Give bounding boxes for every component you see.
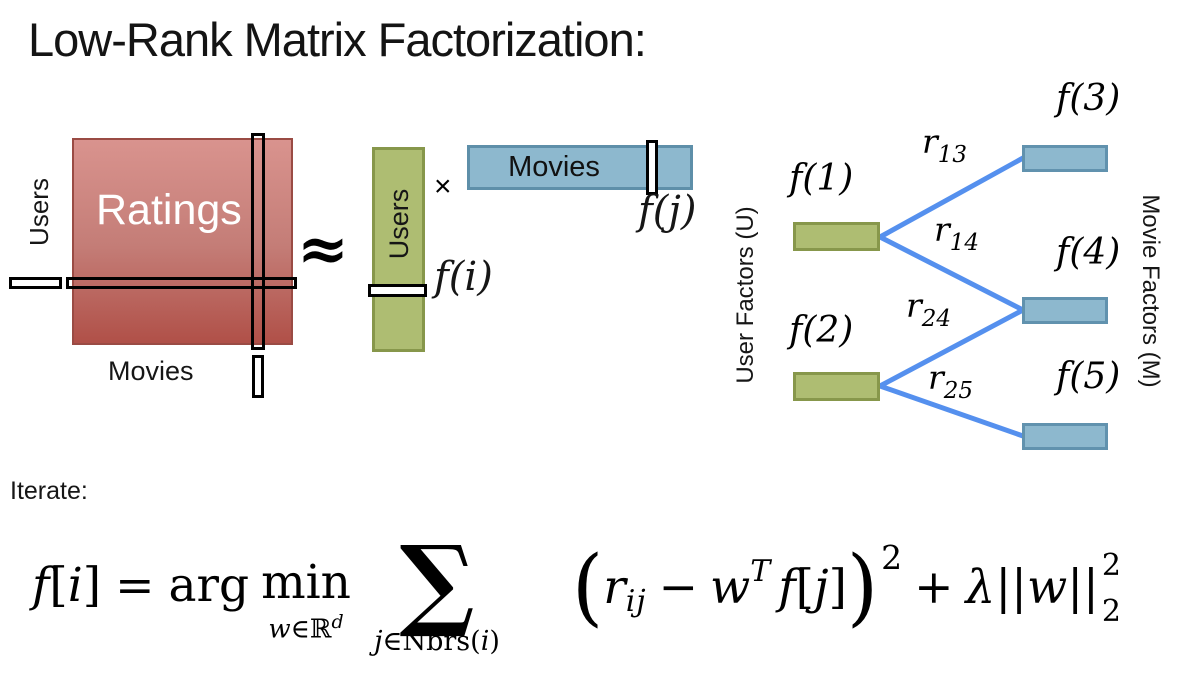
formula-equals: = [115, 558, 155, 613]
norm-superscript: 2 [1101, 548, 1121, 583]
fi-label: f(i) [434, 254, 493, 300]
ratings-column-highlight [251, 133, 265, 350]
user-node-1-label: f(1) [789, 158, 854, 199]
approx-symbol: ≈ [297, 212, 349, 285]
user-node-1 [793, 222, 880, 251]
slide-title: Low-Rank Matrix Factorization: [28, 13, 647, 66]
edge-r24-base: r [906, 286, 922, 325]
close-paren: ) [846, 537, 879, 636]
iterate-label: Iterate: [10, 477, 88, 505]
minus-sign: − [658, 559, 698, 615]
formula-f2: f [778, 559, 796, 615]
edge-r14-sub: 14 [949, 230, 980, 256]
edge-r13-base: r [922, 122, 938, 161]
edge-r14-base: r [934, 210, 950, 249]
constraint-in: ∈ [290, 614, 310, 645]
fj-label: f(j) [638, 188, 697, 234]
movie-factors-axis-label: Movie Factors (M) [1137, 194, 1164, 388]
ratings-row-highlight [66, 277, 297, 289]
user-node-2 [793, 372, 880, 401]
edge-label-r14: r14 [934, 210, 979, 256]
formula-j: j [813, 559, 829, 615]
edge-r25-base: r [928, 358, 944, 397]
close-bracket-2: ] [828, 559, 847, 615]
movie-node-4-label: f(4) [1056, 232, 1121, 273]
multiply-symbol: × [434, 170, 452, 203]
edge-r13-sub: 13 [937, 142, 968, 168]
sum-limits: j∈Nbrs(i) [374, 626, 500, 657]
sum-close: ) [489, 626, 500, 657]
edge-label-r24: r24 [906, 286, 951, 332]
formula-r-sub: ij [625, 583, 647, 619]
edge-r25-sub: 25 [943, 378, 974, 404]
formula-w: w [709, 559, 751, 615]
square-exponent: 2 [881, 537, 903, 577]
fj-column-highlight [646, 140, 658, 195]
norm-open: || [995, 559, 1027, 615]
sum-symbol: ∑ [399, 523, 475, 641]
norm-close: || [1067, 559, 1099, 615]
formula-f: f [32, 558, 50, 613]
lambda-symbol: λ [965, 559, 996, 615]
sum-j: j [374, 626, 383, 657]
open-paren: ( [572, 537, 604, 636]
movie-node-5 [1022, 423, 1108, 450]
sum-i: i [480, 626, 490, 657]
formula-i: i [67, 558, 83, 613]
user-factor-matrix [372, 147, 425, 352]
movie-node-3 [1022, 145, 1108, 172]
edge-label-r25: r25 [928, 358, 973, 404]
movie-factor-matrix-label: Movies [508, 151, 600, 183]
fi-row-highlight [368, 284, 427, 297]
ratings-matrix-label: Ratings [96, 186, 242, 234]
edge-label-r13: r13 [922, 122, 967, 168]
formula-min: min [261, 555, 351, 610]
formula-r: r [603, 559, 626, 615]
user-row-vector [9, 277, 62, 289]
constraint-w: w [268, 614, 291, 645]
constraint-dim: d [331, 610, 344, 633]
norm-w: w [1026, 559, 1068, 615]
constraint-set: ℝ [309, 614, 332, 645]
sum-in: ∈ [382, 626, 403, 657]
formula-arg: arg [168, 558, 250, 613]
movie-node-3-label: f(3) [1056, 78, 1121, 119]
ratings-movies-axis-label: Movies [108, 356, 194, 386]
formula-min-block: min w∈ℝd [244, 555, 368, 645]
edge-r24-sub: 24 [921, 306, 952, 332]
plus-sign: + [914, 559, 954, 615]
formula-open-bracket: [ [49, 558, 68, 613]
norm-subscript: 2 [1101, 594, 1121, 629]
formula-min-constraint: w∈ℝd [268, 611, 343, 645]
movie-node-5-label: f(5) [1056, 356, 1121, 397]
user-node-2-label: f(2) [789, 310, 854, 351]
formula-close-bracket: ] [82, 558, 102, 613]
sum-nbrs: Nbrs( [402, 626, 481, 657]
open-bracket-2: [ [795, 559, 814, 615]
movie-node-4 [1022, 297, 1108, 324]
formula-w-transpose: T [750, 553, 771, 589]
formula-lhs: f[i]=arg [32, 558, 249, 613]
ratings-matrix: Ratings [72, 138, 293, 345]
formula-sum-block: ∑ j∈Nbrs(i) [362, 532, 512, 657]
movie-column-vector [252, 355, 264, 398]
user-factors-axis-label: User Factors (U) [732, 206, 759, 384]
